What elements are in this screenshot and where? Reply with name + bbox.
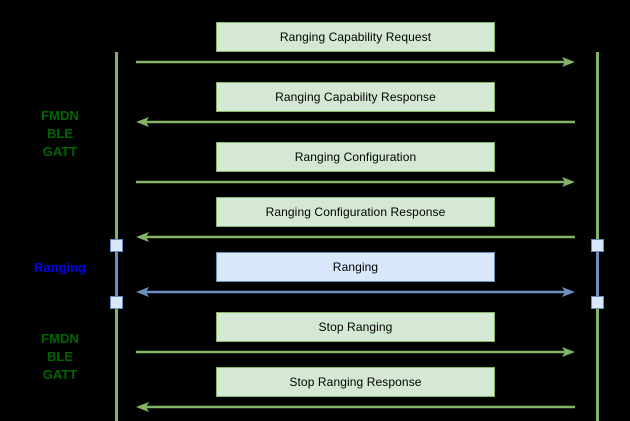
message-arrow-ranging-capability-response xyxy=(136,117,575,127)
message-box-ranging-capability-request[interactable]: Ranging Capability Request xyxy=(216,22,495,52)
message-arrow-ranging-configuration-response xyxy=(136,232,575,242)
lifeline-left xyxy=(115,52,118,421)
lifeline-right xyxy=(596,52,599,421)
message-box-stop-ranging[interactable]: Stop Ranging xyxy=(216,312,495,342)
label-protocol-top: FMDN BLE GATT xyxy=(41,108,79,159)
message-arrow-ranging-configuration xyxy=(136,177,575,187)
message-box-stop-ranging-response[interactable]: Stop Ranging Response xyxy=(216,367,495,397)
message-arrow-stop-ranging-response xyxy=(136,402,575,412)
message-box-ranging-capability-response[interactable]: Ranging Capability Response xyxy=(216,82,495,112)
activation-node-right-start xyxy=(591,239,604,252)
activation-bar-right xyxy=(596,245,599,303)
activation-node-left-end xyxy=(110,296,123,309)
message-box-ranging-configuration-response[interactable]: Ranging Configuration Response xyxy=(216,197,495,227)
activation-node-left-start xyxy=(110,239,123,252)
message-box-ranging-configuration[interactable]: Ranging Configuration xyxy=(216,142,495,172)
label-ranging: Ranging xyxy=(34,260,86,275)
message-arrow-ranging-bidirectional xyxy=(136,287,575,297)
label-protocol-bottom: FMDN BLE GATT xyxy=(41,331,79,382)
activation-bar-left xyxy=(115,245,118,303)
message-box-ranging[interactable]: Ranging xyxy=(216,252,495,282)
activation-node-right-end xyxy=(591,296,604,309)
message-arrow-stop-ranging xyxy=(136,347,575,357)
message-arrow-ranging-capability-request xyxy=(136,57,575,67)
